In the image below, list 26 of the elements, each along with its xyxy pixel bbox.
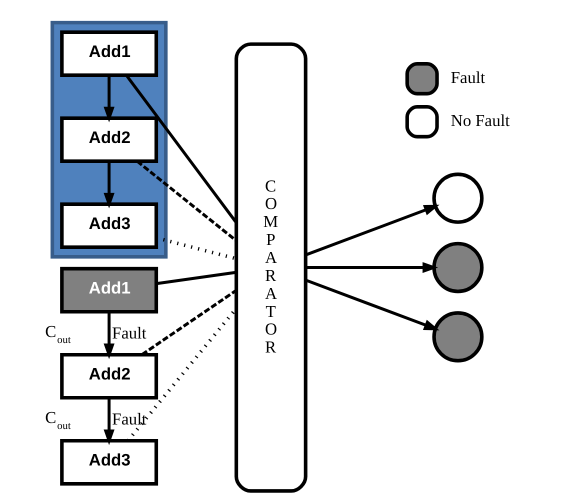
legend-label: Fault <box>450 68 486 88</box>
node-box: Add1 <box>60 30 158 77</box>
edge-label: C$_{out}$ Fault <box>45 408 146 432</box>
connector <box>125 74 238 224</box>
arrow <box>104 312 115 360</box>
node-circle <box>432 311 484 363</box>
arrow <box>104 398 115 446</box>
node-circle <box>432 172 484 224</box>
arrow <box>306 262 438 273</box>
node-box: Add3 <box>60 438 158 486</box>
arrow <box>104 75 115 122</box>
connector <box>136 160 237 242</box>
node-box: Add2 <box>60 116 158 163</box>
node-box: COMPARATOR <box>234 42 308 493</box>
arrow <box>306 278 440 330</box>
arrow <box>104 161 115 208</box>
legend-label: No Fault <box>450 111 510 130</box>
node-box: Add2 <box>60 352 158 400</box>
edge-label: C$_{out}$ Fault <box>45 322 146 346</box>
node-box: Add1 <box>60 266 158 314</box>
arrow <box>306 204 440 256</box>
cluster <box>50 20 168 259</box>
connector <box>156 270 236 286</box>
connector <box>141 289 238 356</box>
node-box: Add3 <box>60 202 158 250</box>
node-circle <box>432 242 484 294</box>
